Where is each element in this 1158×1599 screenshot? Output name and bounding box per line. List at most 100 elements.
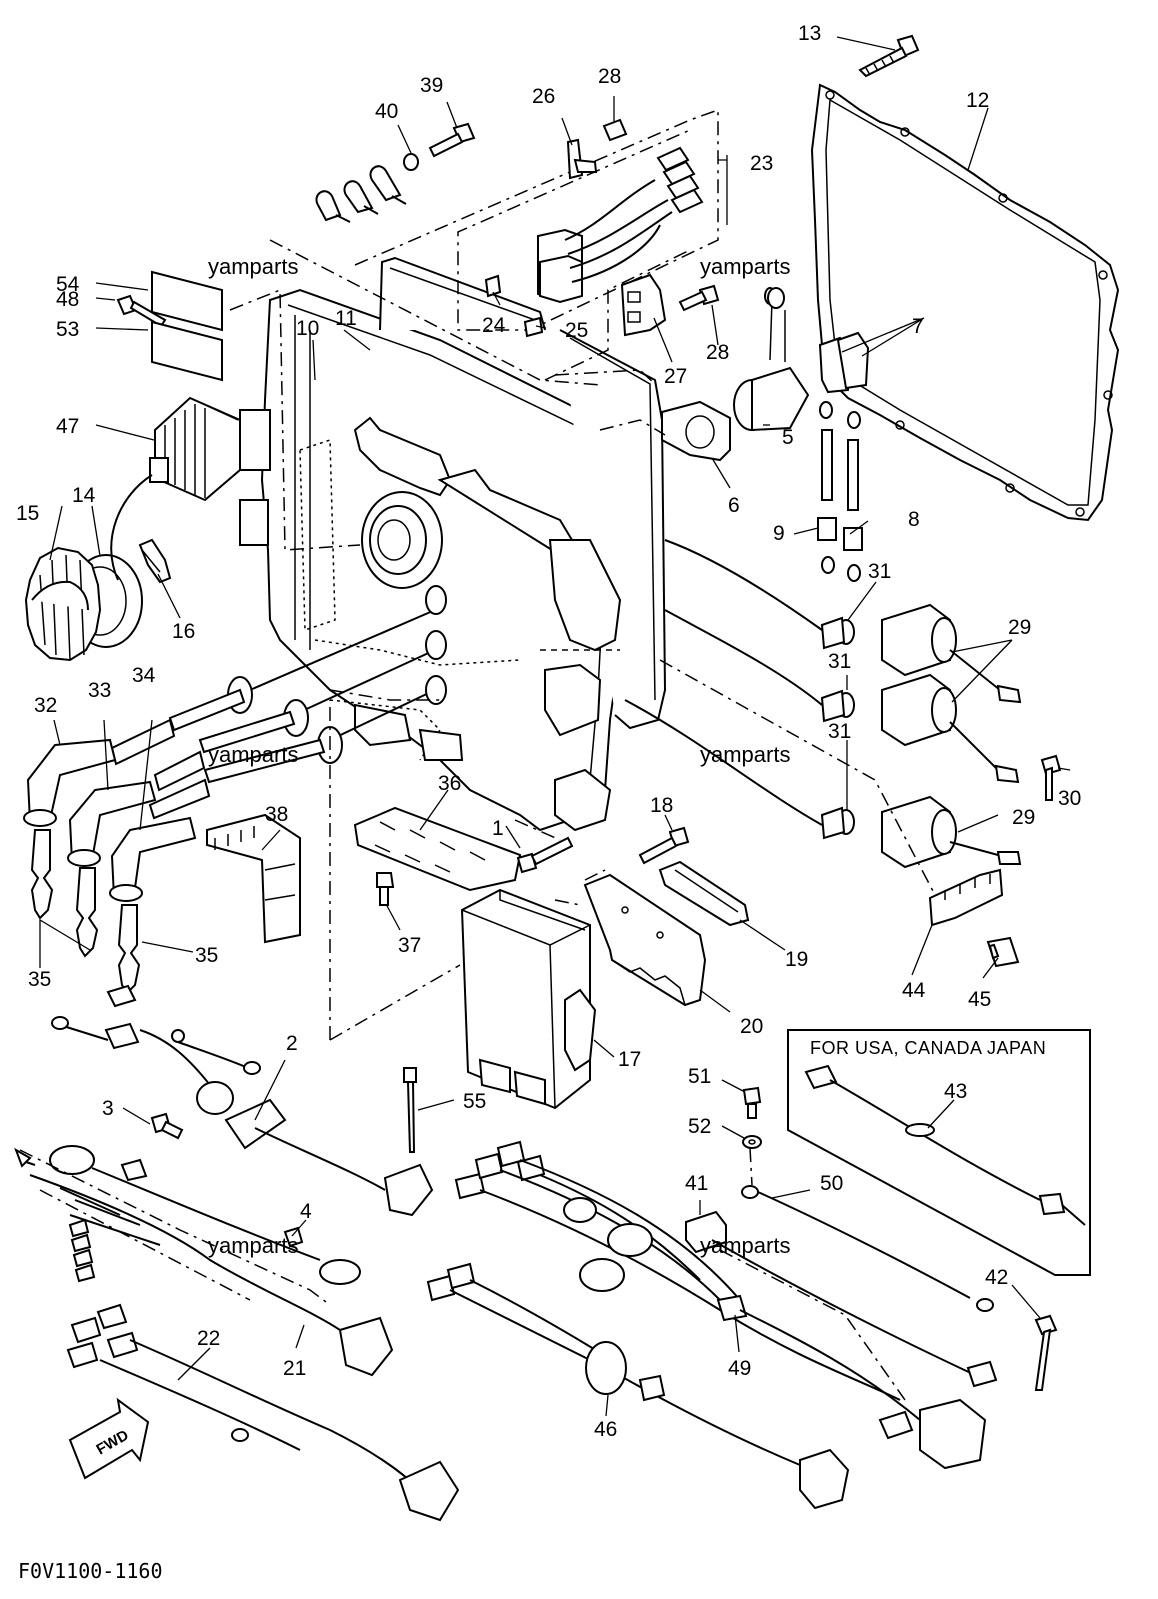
callout-51: 51 (688, 1065, 711, 1088)
callout-25: 25 (565, 319, 588, 342)
callout-4: 4 (300, 1200, 312, 1223)
plug-caps-32-34 (23, 738, 197, 902)
callout-2: 2 (286, 1032, 298, 1055)
cable-tie-42 (1034, 1314, 1058, 1391)
callout-33: 33 (88, 679, 111, 702)
relay-holder-6 (661, 400, 731, 462)
callout-31-b: 31 (828, 650, 851, 673)
callout-numbers: 1 2 3 4 5 6 7 8 9 10 11 12 13 14 15 16 1… (16, 22, 1081, 1441)
callout-47: 47 (56, 415, 79, 438)
callout-18: 18 (650, 794, 673, 817)
harness-21 (29, 1158, 394, 1377)
callout-12: 12 (966, 89, 989, 112)
rectifier-47 (110, 396, 241, 581)
callout-11: 11 (335, 307, 357, 330)
callout-54: 54 (56, 273, 80, 296)
callout-48: 48 (56, 288, 79, 311)
callout-28-lower: 28 (706, 341, 729, 364)
callout-15: 15 (16, 502, 39, 525)
harness-49 (454, 1140, 987, 1470)
callout-41: 41 (685, 1172, 708, 1195)
watermark-text: yamparts (208, 742, 298, 767)
screw-28-lower (678, 284, 720, 312)
callout-37: 37 (398, 934, 421, 957)
fwd-arrow-icon: FWD (68, 1397, 150, 1480)
bracket-44 (928, 868, 1020, 968)
callout-21: 21 (283, 1357, 306, 1380)
note-box: FOR USA, CANADA JAPAN (787, 1029, 1091, 1276)
callout-28-upper: 28 (598, 65, 621, 88)
washer-52 (742, 1135, 762, 1149)
ignition-coils-29 (881, 603, 1022, 869)
callout-16: 16 (172, 620, 195, 643)
callout-38: 38 (265, 803, 288, 826)
plate-36 (353, 806, 522, 892)
callout-29-upper: 29 (1008, 616, 1031, 639)
clip-16 (138, 538, 172, 584)
callout-8: 8 (908, 508, 920, 531)
harness-2 (51, 984, 434, 1217)
callout-50: 50 (820, 1172, 843, 1195)
collars-31 (820, 616, 855, 840)
callout-20: 20 (740, 1015, 763, 1038)
harness-4 (14, 1145, 361, 1285)
callout-19: 19 (785, 948, 808, 971)
callout-30: 30 (1058, 787, 1081, 810)
callout-9: 9 (773, 522, 785, 545)
starter-relay-5 (733, 287, 810, 432)
callout-31-a: 31 (868, 560, 891, 583)
callout-43: 43 (944, 1080, 967, 1103)
leader-lines (39, 36, 1071, 1417)
callout-23: 23 (750, 152, 773, 175)
cable-tie-55 (403, 1067, 417, 1153)
grommet-and-cap (24, 491, 443, 662)
callout-32: 32 (34, 694, 57, 717)
callout-35-b: 35 (195, 944, 218, 967)
terminal-block-38 (206, 813, 301, 944)
callout-1: 1 (492, 817, 504, 840)
callout-13: 13 (798, 22, 821, 45)
screw-39-washer-40 (315, 122, 476, 223)
callout-44: 44 (902, 979, 926, 1002)
fuses-8-9 (817, 401, 863, 582)
relay-assembly-23 (354, 108, 728, 338)
callout-53: 53 (56, 318, 79, 341)
bolt-1 (516, 836, 574, 874)
high-tension-leads (110, 539, 823, 826)
holder-19 (658, 860, 750, 927)
electrical-box-housing (239, 256, 667, 832)
callout-52: 52 (688, 1115, 711, 1138)
watermarks: yamparts yamparts yamparts yamparts yamp… (208, 254, 790, 1258)
watermark-text: yamparts (208, 254, 298, 279)
spark-plugs-35 (30, 829, 141, 995)
callout-10: 10 (296, 317, 319, 340)
cdi-unit-17 (460, 888, 597, 1110)
callout-14: 14 (72, 484, 96, 507)
callout-7: 7 (912, 315, 924, 338)
callout-46: 46 (594, 1418, 617, 1441)
boots-7 (818, 331, 870, 394)
bolt-51 (742, 1086, 762, 1119)
callout-36: 36 (438, 772, 461, 795)
callout-29-lower: 29 (1012, 806, 1035, 829)
watermark-text: yamparts (700, 742, 790, 767)
screw-3 (150, 1112, 184, 1140)
callout-27: 27 (664, 365, 687, 388)
callout-55: 55 (463, 1090, 486, 1113)
callout-31-c: 31 (828, 720, 851, 743)
callout-39: 39 (420, 74, 443, 97)
screw-30 (1040, 754, 1062, 801)
watermark-text: yamparts (208, 1233, 298, 1258)
watermark-text: yamparts (700, 1233, 790, 1258)
screw-37 (376, 872, 395, 906)
callout-5: 5 (782, 426, 794, 449)
callout-17: 17 (618, 1048, 641, 1071)
callout-22: 22 (197, 1327, 220, 1350)
callout-40: 40 (375, 100, 398, 123)
callout-34: 34 (132, 664, 156, 687)
diagram-code: F0V1100-1160 (18, 1559, 163, 1583)
callout-42: 42 (985, 1266, 1008, 1289)
harness-22 (66, 1303, 460, 1522)
